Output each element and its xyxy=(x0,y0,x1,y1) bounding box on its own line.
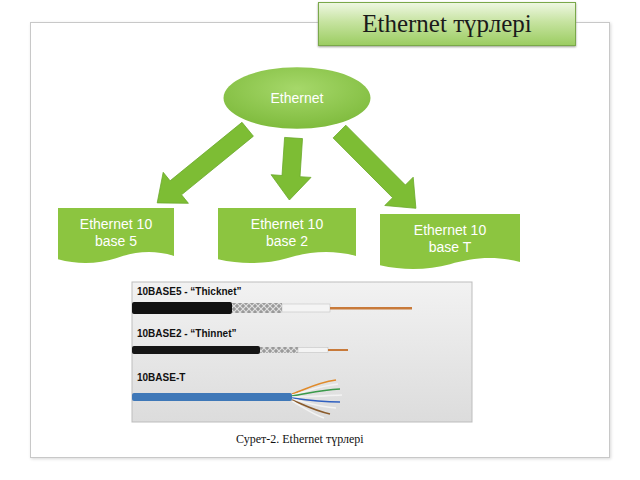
braid xyxy=(232,303,282,313)
title-banner: Ethernet түрлері xyxy=(318,2,576,46)
braid xyxy=(260,347,298,353)
core xyxy=(328,349,348,351)
slide-title: Ethernet түрлері xyxy=(362,10,532,38)
block-arrow xyxy=(333,125,416,208)
dielectric xyxy=(298,348,328,353)
cable-label: 10BASE2 - “Thinnet” xyxy=(137,328,236,339)
cable-label: 10BASE-T xyxy=(137,372,185,383)
document-box: Ethernet 10 base 2 xyxy=(218,208,356,265)
block-arrow xyxy=(157,122,253,203)
node-text: Ethernet xyxy=(237,90,357,106)
node-text: Ethernet 10 base 2 xyxy=(237,216,337,248)
thick-coax xyxy=(132,302,232,314)
document-box: Ethernet 10 base T xyxy=(380,214,520,271)
node-text: Ethernet 10 base 5 xyxy=(68,216,164,248)
core xyxy=(330,307,412,310)
thin-coax xyxy=(132,346,260,354)
photo-frame xyxy=(132,282,472,422)
utp-cable xyxy=(132,393,292,401)
cable-label: 10BASE5 - “Thicknet” xyxy=(137,286,241,297)
twisted-pairs xyxy=(292,380,342,418)
dielectric xyxy=(282,304,330,312)
block-arrow xyxy=(271,137,311,200)
node-text: Ethernet 10 base T xyxy=(400,222,500,254)
document-box: Ethernet 10 base 5 xyxy=(58,208,174,265)
root-ellipse: Ethernet xyxy=(222,66,372,130)
figure-caption: Сурет-2. Ethernet түрлері xyxy=(236,432,364,447)
